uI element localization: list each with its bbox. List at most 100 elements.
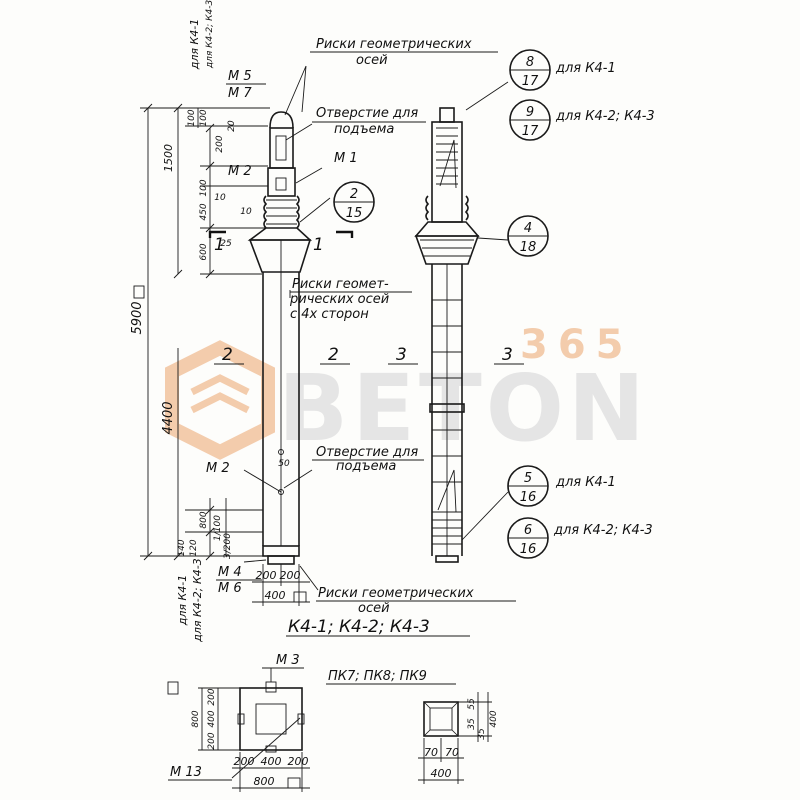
mark-m2-mid: M 2 bbox=[206, 461, 230, 476]
side-label-top-b: для К4-2; К4-3 bbox=[205, 0, 215, 69]
side-label-bot-a: для К4-1 bbox=[176, 575, 189, 627]
dim-800-v: 800 bbox=[199, 511, 209, 528]
note-risk-bot-1: Риски геометрических bbox=[318, 586, 474, 601]
sq-dim-200-a: 200 bbox=[207, 688, 217, 705]
dim-200-a: 200 bbox=[215, 135, 225, 152]
callout-bottom: 18 bbox=[520, 240, 537, 255]
mark-m1: M 1 bbox=[334, 151, 358, 166]
note-hole-top-2: подъема bbox=[334, 122, 394, 137]
callout-bottom: 17 bbox=[522, 74, 539, 89]
dim-25: 25 bbox=[220, 239, 232, 249]
callout-bottom: 17 bbox=[522, 124, 539, 139]
dim-100-a: 100 bbox=[187, 109, 197, 126]
callout-top: 9 bbox=[526, 105, 534, 120]
dim-5900: 5900 bbox=[130, 301, 145, 334]
dim-100-c: 100 bbox=[199, 179, 209, 196]
note-risk-side-2: рических осей bbox=[289, 292, 389, 307]
callout-2-15: 2 15 bbox=[333, 181, 375, 223]
mark-m6: M 6 bbox=[218, 581, 242, 596]
plate-dim-70-b: 70 bbox=[445, 746, 459, 759]
callout-bottom: 16 bbox=[520, 542, 537, 557]
note-hole-top-1: Отверстие для bbox=[316, 106, 418, 121]
callout-6-16: 6 16 для К4-2; К4-3 bbox=[507, 517, 653, 559]
note-risk-side-1: Риски геомет- bbox=[292, 277, 389, 292]
note-risk-side-3: с 4х сторон bbox=[290, 307, 369, 322]
section-square bbox=[198, 668, 310, 792]
callout-note: для К4-1 bbox=[555, 475, 616, 490]
callout-top: 2 bbox=[350, 187, 358, 202]
plate-dim-35-b: 35 bbox=[477, 728, 487, 740]
callout-9-17: 9 17 для К4-2; К4-3 bbox=[509, 99, 655, 141]
sq-dim-400-b: 400 bbox=[261, 755, 282, 768]
column-elevation bbox=[140, 65, 354, 606]
note-hole-mid-2: подъема bbox=[336, 459, 396, 474]
dim-1500: 1500 bbox=[162, 144, 175, 172]
callout-4-18: 4 18 bbox=[507, 215, 549, 257]
callout-top: 6 bbox=[524, 523, 532, 538]
callout-bottom: 15 bbox=[346, 206, 363, 221]
mark-m5: M 5 bbox=[228, 69, 252, 84]
dim-400: 400 bbox=[265, 589, 286, 602]
mark-m4: M 4 bbox=[218, 565, 242, 580]
section-mark-right-1: 1 bbox=[313, 235, 324, 255]
dim-50: 50 bbox=[278, 459, 290, 469]
column-reinforcement bbox=[414, 81, 509, 563]
mark-m7: M 7 bbox=[228, 86, 252, 101]
callout-note: для К4-2; К4-3 bbox=[553, 523, 653, 538]
cut-mark-3a: 3 bbox=[396, 345, 407, 365]
side-label-top-a: для К4-1 bbox=[188, 19, 201, 71]
sq-dim-800-v: 800 bbox=[191, 710, 201, 727]
sq-dim-400-a: 400 bbox=[207, 710, 217, 727]
watermark: BETON 365 bbox=[165, 322, 645, 462]
plate-dim-400-v: 400 bbox=[489, 710, 499, 727]
note-risk-top-1: Риски геометрических bbox=[316, 37, 472, 52]
sq-dim-800-h: 800 bbox=[254, 775, 275, 788]
side-label-bot-b: для К4-2; К4-3 bbox=[191, 558, 204, 643]
sq-dim-200-d: 200 bbox=[288, 755, 309, 768]
note-risk-bot-2: осей bbox=[358, 601, 390, 616]
mark-m3: M 3 bbox=[276, 653, 300, 668]
dim-1-100: 1/100 bbox=[213, 515, 223, 541]
mark-m13: M 13 bbox=[170, 765, 202, 780]
dim-450: 450 bbox=[199, 203, 209, 220]
callout-8-17: 8 17 для К4-1 bbox=[509, 49, 616, 91]
callout-5-16: 5 16 для К4-1 bbox=[507, 465, 616, 507]
callout-top: 4 bbox=[524, 221, 532, 236]
watermark-number: 365 bbox=[520, 322, 634, 368]
callout-top: 8 bbox=[526, 55, 534, 70]
callout-note: для К4-1 bbox=[555, 61, 616, 76]
sq-dim-200-b: 200 bbox=[207, 732, 217, 749]
callout-note: для К4-2; К4-3 bbox=[555, 109, 655, 124]
dim-20-a: 20 bbox=[227, 120, 237, 132]
note-hole-mid-1: Отверстие для bbox=[316, 445, 418, 460]
plate-dim-55: 55 bbox=[467, 698, 477, 710]
dim-10-b: 10 bbox=[240, 207, 252, 217]
dim-140: 140 bbox=[177, 539, 187, 556]
dim-4400: 4400 bbox=[161, 401, 176, 434]
note-risk-top-2: осей bbox=[356, 53, 388, 68]
dim-3-200: 3/200 bbox=[223, 533, 233, 559]
plate-dim-70-a: 70 bbox=[424, 746, 438, 759]
dim-100-b: 100 bbox=[199, 109, 209, 126]
main-title: К4-1; К4-2; К4-3 bbox=[288, 617, 430, 637]
sq-dim-200-c: 200 bbox=[234, 755, 255, 768]
plate-dim-35: 35 bbox=[467, 718, 477, 730]
cut-mark-2b: 2 bbox=[328, 345, 339, 365]
cut-mark-2a: 2 bbox=[222, 345, 233, 365]
plate-drawing bbox=[418, 692, 492, 784]
dim-600: 600 bbox=[199, 243, 209, 260]
plate-dim-400-h: 400 bbox=[431, 767, 452, 780]
dim-120: 120 bbox=[189, 539, 199, 556]
mark-m2-top: M 2 bbox=[228, 164, 252, 179]
callout-top: 5 bbox=[524, 471, 532, 486]
dim-200-b: 200 bbox=[256, 569, 277, 582]
watermark-hexagon-icon bbox=[165, 340, 275, 460]
dim-10-a: 10 bbox=[214, 193, 226, 203]
dim-200-c: 200 bbox=[280, 569, 301, 582]
section-mark-left-1: 1 bbox=[214, 235, 225, 255]
callout-bottom: 16 bbox=[520, 490, 537, 505]
cut-mark-3b: 3 bbox=[502, 345, 513, 365]
plate-title: ПК7; ПК8; ПК9 bbox=[328, 669, 427, 684]
